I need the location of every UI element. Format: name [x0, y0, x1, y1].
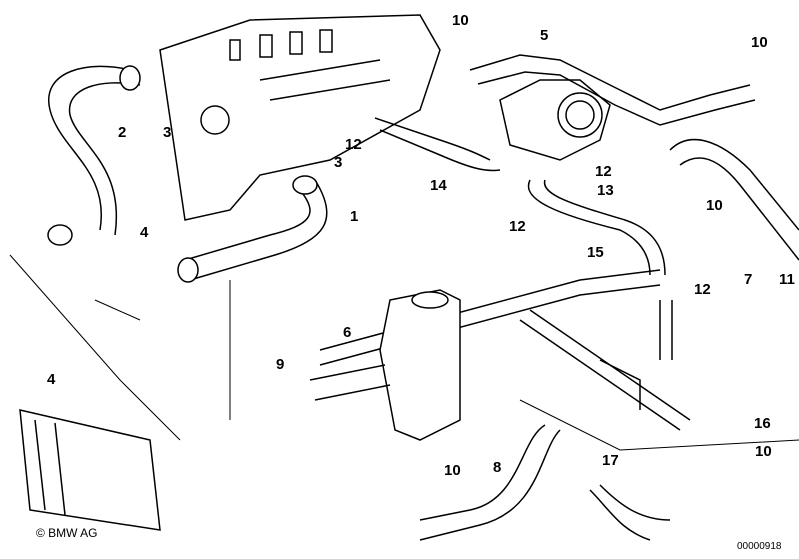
bracket-17 [589, 484, 671, 541]
callout-11: 11 [779, 271, 795, 288]
engine-block [159, 14, 441, 221]
callout-15: 15 [587, 244, 604, 261]
callout-13: 13 [597, 182, 614, 199]
callout-7: 7 [744, 271, 753, 288]
radiator [19, 409, 161, 531]
callout-10a: 10 [452, 12, 469, 29]
callout-10d: 10 [444, 462, 461, 479]
image-code: 00000918 [737, 541, 782, 552]
copyright-label: © BMW AG [36, 526, 98, 540]
callout-12a: 12 [345, 136, 362, 153]
callout-9: 9 [276, 356, 285, 373]
hose-13 [527, 179, 666, 276]
callout-4a: 4 [140, 224, 149, 241]
water-pipe-assembly [319, 269, 691, 431]
hose-1 [184, 179, 328, 281]
callout-17: 17 [602, 452, 619, 469]
callout-5: 5 [540, 27, 549, 44]
callout-2: 2 [118, 124, 127, 141]
callout-16: 16 [754, 415, 771, 432]
callout-12b: 12 [509, 218, 526, 235]
callout-10e: 10 [755, 443, 772, 460]
callout-12d: 12 [694, 281, 711, 298]
hose-6 [309, 364, 391, 401]
callout-14: 14 [430, 177, 447, 194]
hose-8 [419, 424, 561, 541]
callout-10c: 10 [706, 197, 723, 214]
hose-5 [469, 54, 756, 126]
callout-12c: 12 [595, 163, 612, 180]
callout-10b: 10 [751, 34, 768, 51]
callout-3a: 3 [163, 124, 172, 141]
callout-3b: 3 [334, 154, 343, 171]
callout-1: 1 [350, 208, 359, 225]
callout-8: 8 [493, 459, 502, 476]
throttle-body [499, 79, 611, 161]
callout-6: 6 [343, 324, 352, 341]
hose-7 [669, 138, 799, 261]
hose-2 [47, 65, 141, 236]
hose-14 [374, 117, 501, 172]
expansion-tank [379, 289, 461, 441]
callout-4b: 4 [47, 371, 56, 388]
